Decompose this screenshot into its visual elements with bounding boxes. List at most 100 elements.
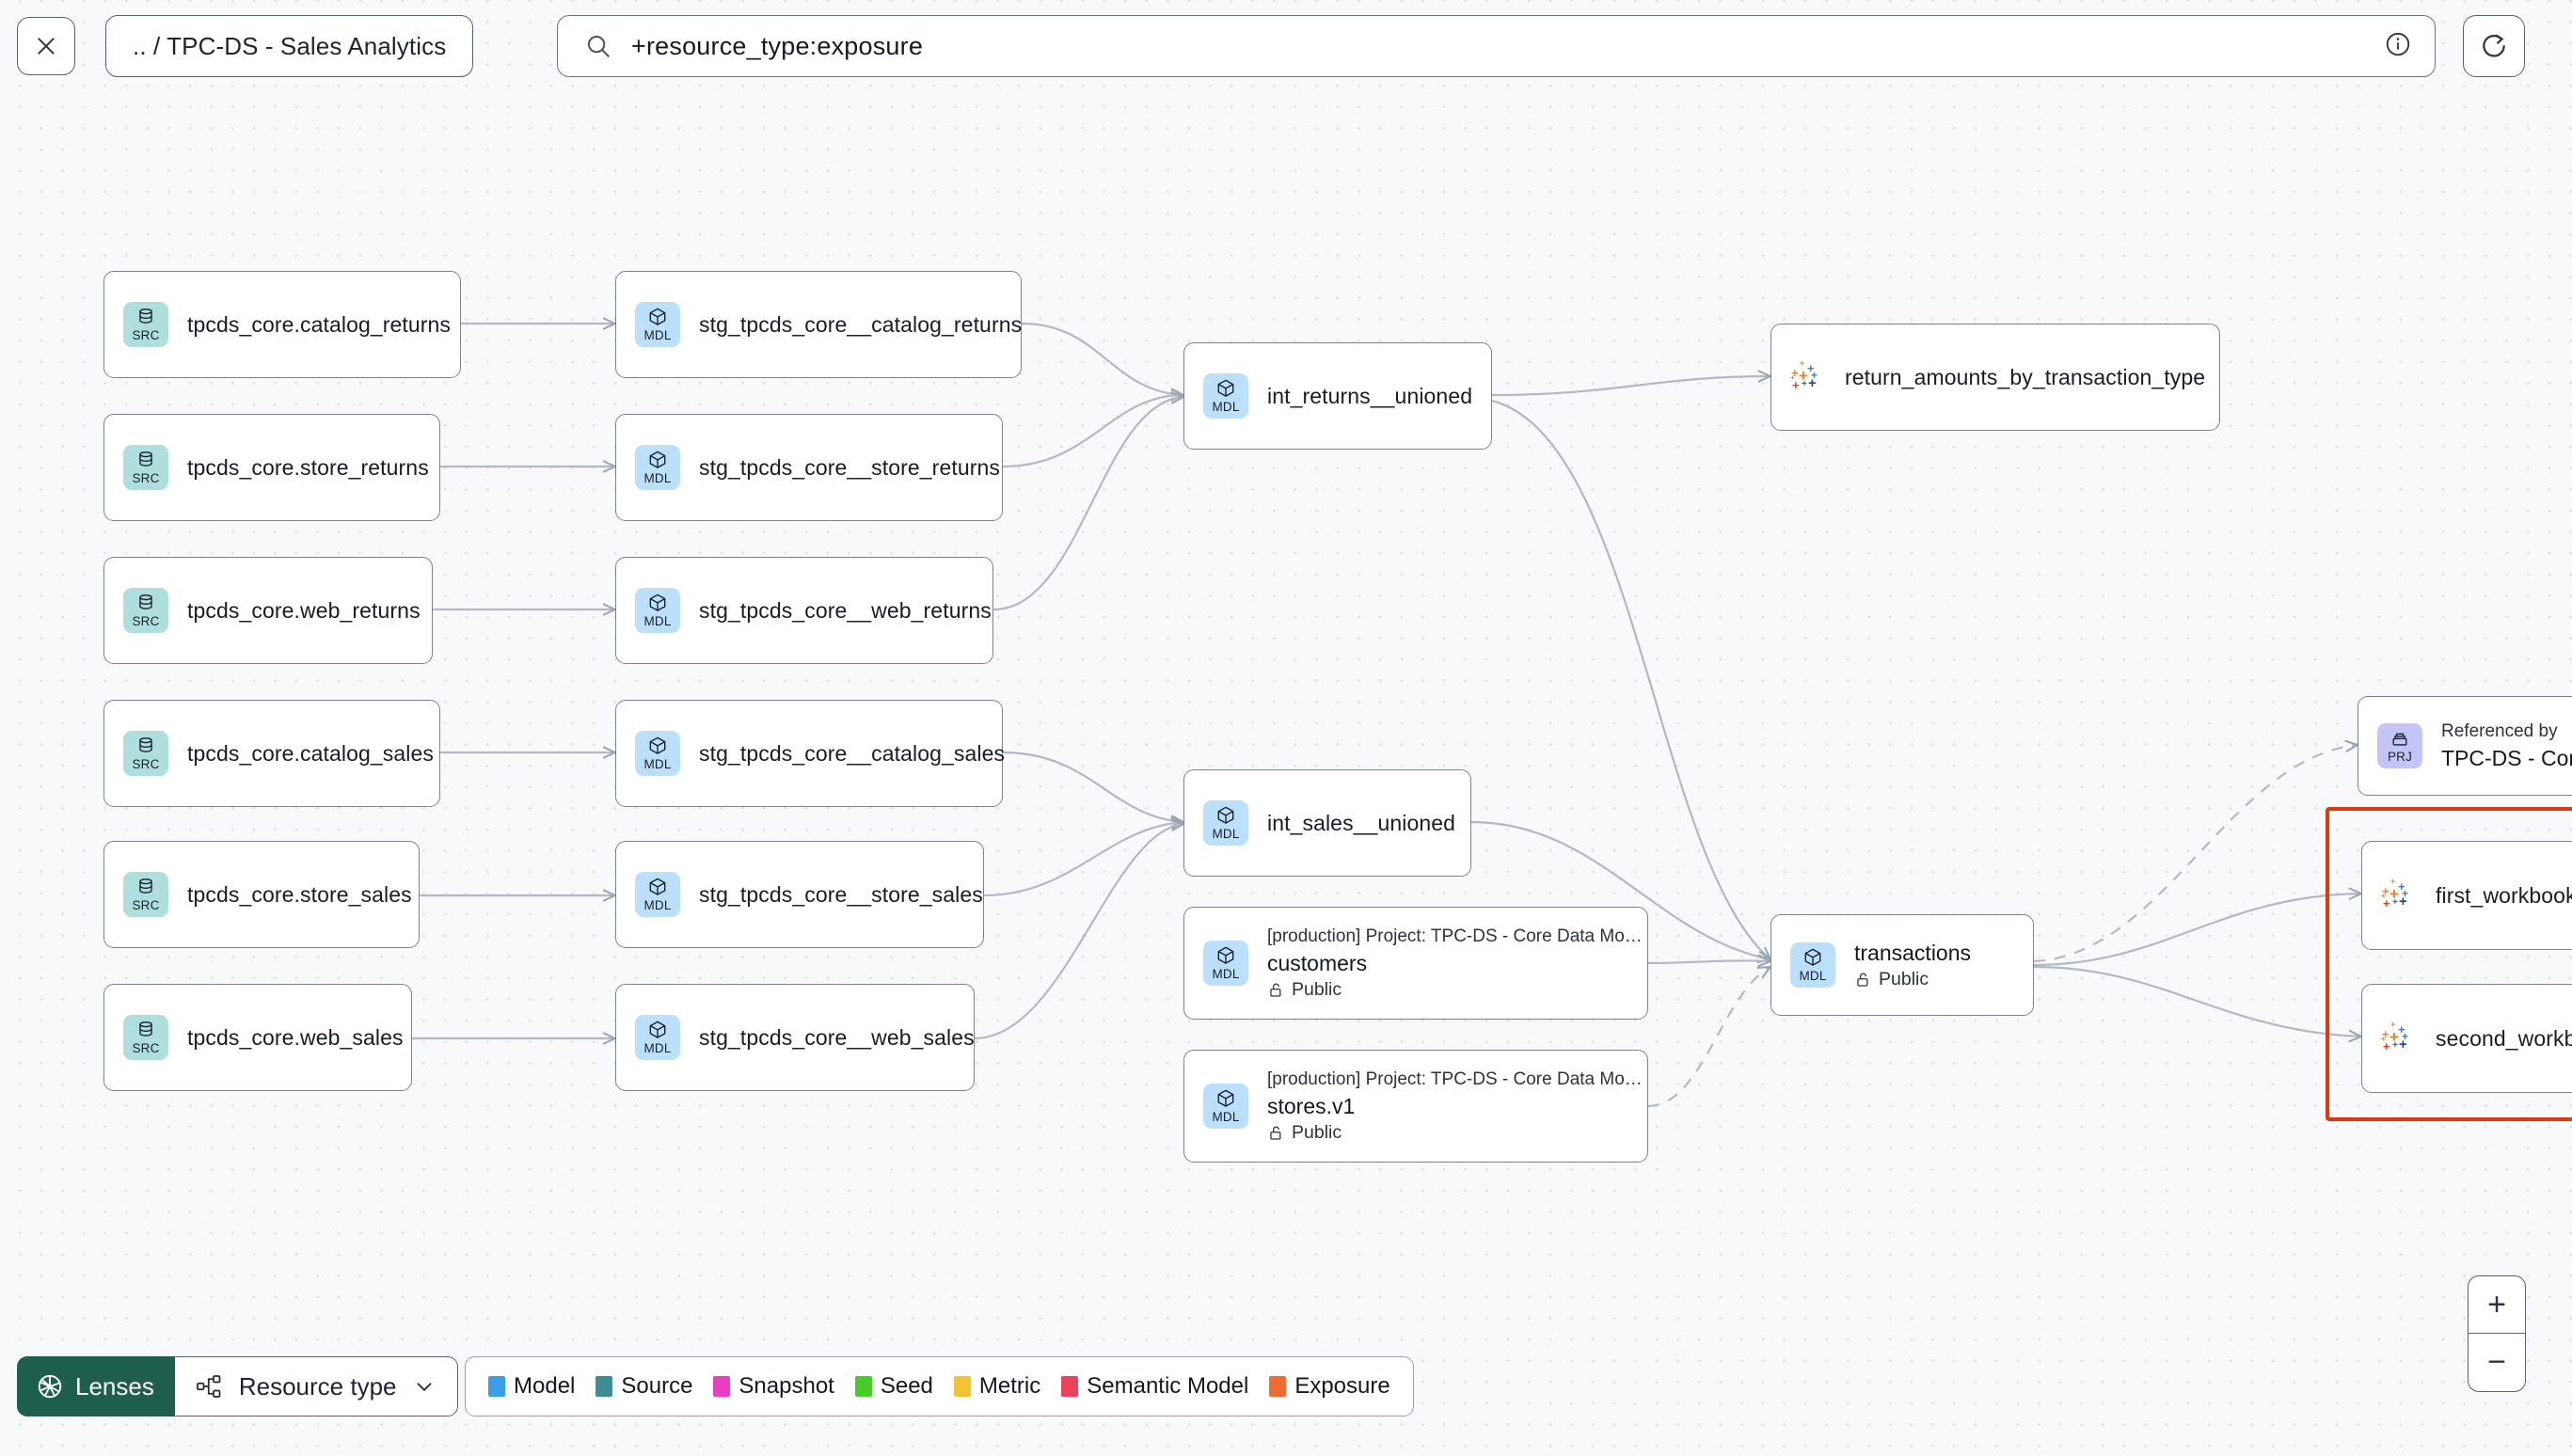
lenses-label: Lenses	[75, 1371, 154, 1401]
graph-node-src_store_returns[interactable]: SRC tpcds_core.store_returns	[103, 414, 440, 521]
breadcrumb[interactable]: .. / TPC-DS - Sales Analytics	[105, 15, 474, 77]
graph-node-label: tpcds_core.web_returns	[187, 597, 421, 623]
legend-item-metric[interactable]: Metric	[953, 1373, 1041, 1400]
zoom-controls[interactable]: + −	[2468, 1275, 2526, 1392]
legend-item-seed[interactable]: Seed	[854, 1373, 933, 1400]
graph-node-label: stg_tpcds_core__store_returns	[699, 454, 1000, 480]
resource-type-label: Resource type	[238, 1371, 397, 1401]
graph-node-name: TPC-DS - Core Data Models	[2441, 746, 2572, 770]
cube-icon	[1217, 806, 1234, 824]
lenses-toolbar: Lenses Resource type	[17, 1356, 458, 1416]
graph-node-label: int_returns__unioned	[1267, 383, 1473, 408]
lock-open-icon	[1857, 973, 1868, 987]
node-type-badge-text: MDL	[643, 1041, 672, 1055]
graph-node-visibility: Public	[1854, 967, 1971, 991]
node-type-badge-mdl: MDL	[1203, 1084, 1248, 1129]
node-type-badge-mdl: MDL	[1203, 373, 1248, 419]
node-type-badge-prj: PRJ	[2377, 723, 2422, 768]
legend-item-snapshot[interactable]: Snapshot	[713, 1373, 834, 1400]
info-icon[interactable]	[2384, 30, 2412, 63]
graph-node-stg_store_returns[interactable]: MDL stg_tpcds_core__store_returns	[615, 414, 1003, 521]
chevron-down-icon	[412, 1374, 437, 1399]
tableau-icon: +++++++++	[2381, 1020, 2409, 1053]
node-type-badge-src: SRC	[123, 445, 168, 490]
graph-node-return_amounts[interactable]: +++++++++ return_amounts_by_transaction_t…	[1770, 324, 2220, 431]
legend-label: Model	[514, 1373, 576, 1399]
legend-label: Source	[621, 1373, 693, 1399]
graph-node-label: tpcds_core.store_returns	[187, 454, 429, 480]
graph-node-referenced_by_project[interactable]: PRJ Referenced by TPC-DS - Core Data Model…	[2358, 696, 2572, 796]
tableau-icon: +++++++++	[2381, 877, 2409, 910]
graph-node-customers[interactable]: MDL[production] Project: TPC-DS - Core D…	[1183, 907, 1648, 1020]
cube-icon	[1217, 946, 1234, 964]
graph-node-int_returns_unioned[interactable]: MDL int_returns__unioned	[1183, 342, 1492, 450]
cube-icon	[649, 593, 666, 611]
close-icon	[38, 38, 55, 55]
graph-node-visibility: Public	[1267, 1120, 1643, 1145]
legend-item-semantic-model[interactable]: Semantic Model	[1061, 1373, 1248, 1400]
lenses-button[interactable]: Lenses	[17, 1356, 175, 1416]
node-type-badge-text: MDL	[1212, 967, 1240, 981]
node-type-badge-mdl: MDL	[635, 445, 680, 490]
database-icon	[139, 451, 152, 467]
node-type-badge-mdl: MDL	[1790, 942, 1835, 988]
graph-node-label: return_amounts_by_transaction_type	[1845, 364, 2206, 389]
zoom-out-button[interactable]: −	[2487, 1344, 2506, 1380]
database-icon	[139, 309, 152, 324]
node-type-badge-src: SRC	[123, 1015, 168, 1060]
search-icon	[584, 32, 612, 60]
node-type-badge-text: MDL	[1212, 400, 1240, 414]
refresh-icon	[2483, 34, 2505, 57]
legend-item-source[interactable]: Source	[595, 1373, 692, 1400]
graph-node-src_catalog_sales[interactable]: SRC tpcds_core.catalog_sales	[103, 700, 440, 807]
node-type-badge-text: MDL	[1799, 969, 1827, 983]
graph-node-label: second_workbook_connected_to_live…	[2436, 1025, 2572, 1051]
legend-swatch	[953, 1376, 971, 1397]
node-type-badge-mdl: MDL	[1203, 941, 1248, 986]
cube-icon	[649, 1021, 666, 1038]
node-type-badge-text: MDL	[643, 614, 672, 628]
cube-icon	[649, 451, 666, 468]
legend-item-model[interactable]: Model	[488, 1373, 575, 1400]
legend-item-exposure[interactable]: Exposure	[1269, 1373, 1390, 1400]
search-input[interactable]: +resource_type:exposure	[557, 15, 2436, 77]
graph-node-first_workbook[interactable]: +++++++++first_workbook_attached_to_tpc-…	[2361, 841, 2572, 950]
legend-swatch	[713, 1376, 731, 1397]
node-type-badge-text: MDL	[643, 898, 672, 912]
resource-type-dropdown[interactable]: Resource type	[174, 1356, 458, 1416]
cube-icon	[649, 878, 666, 895]
legend-swatch	[595, 1376, 613, 1397]
tableau-icon: +++++++++	[1790, 358, 1818, 392]
refresh-button[interactable]	[2463, 15, 2525, 77]
node-type-badge-src: SRC	[123, 872, 168, 917]
graph-node-stores_v1[interactable]: MDL[production] Project: TPC-DS - Core D…	[1183, 1050, 1648, 1163]
legend-label: Metric	[978, 1373, 1041, 1399]
cube-icon	[649, 308, 666, 325]
legend-swatch	[854, 1376, 872, 1397]
node-type-badge-src: SRC	[123, 731, 168, 776]
graph-node-visibility-label: Public	[1292, 1122, 1342, 1143]
close-button[interactable]	[17, 17, 75, 75]
graph-node-second_workbook[interactable]: +++++++++ second_workbook_connected_to_li…	[2361, 984, 2572, 1093]
graph-node-meta: Referenced by	[2441, 721, 2558, 741]
zoom-in-button[interactable]: +	[2469, 1276, 2525, 1334]
legend-swatch	[1269, 1376, 1287, 1397]
node-type-badge-mdl: MDL	[635, 588, 680, 633]
graph-node-visibility-label: Public	[1879, 969, 1929, 989]
node-type-badge-mdl: MDL	[635, 731, 680, 776]
cube-icon	[1217, 379, 1234, 397]
graph-node-label: tpcds_core.catalog_sales	[187, 740, 434, 766]
graph-node-name: customers	[1267, 951, 1368, 975]
